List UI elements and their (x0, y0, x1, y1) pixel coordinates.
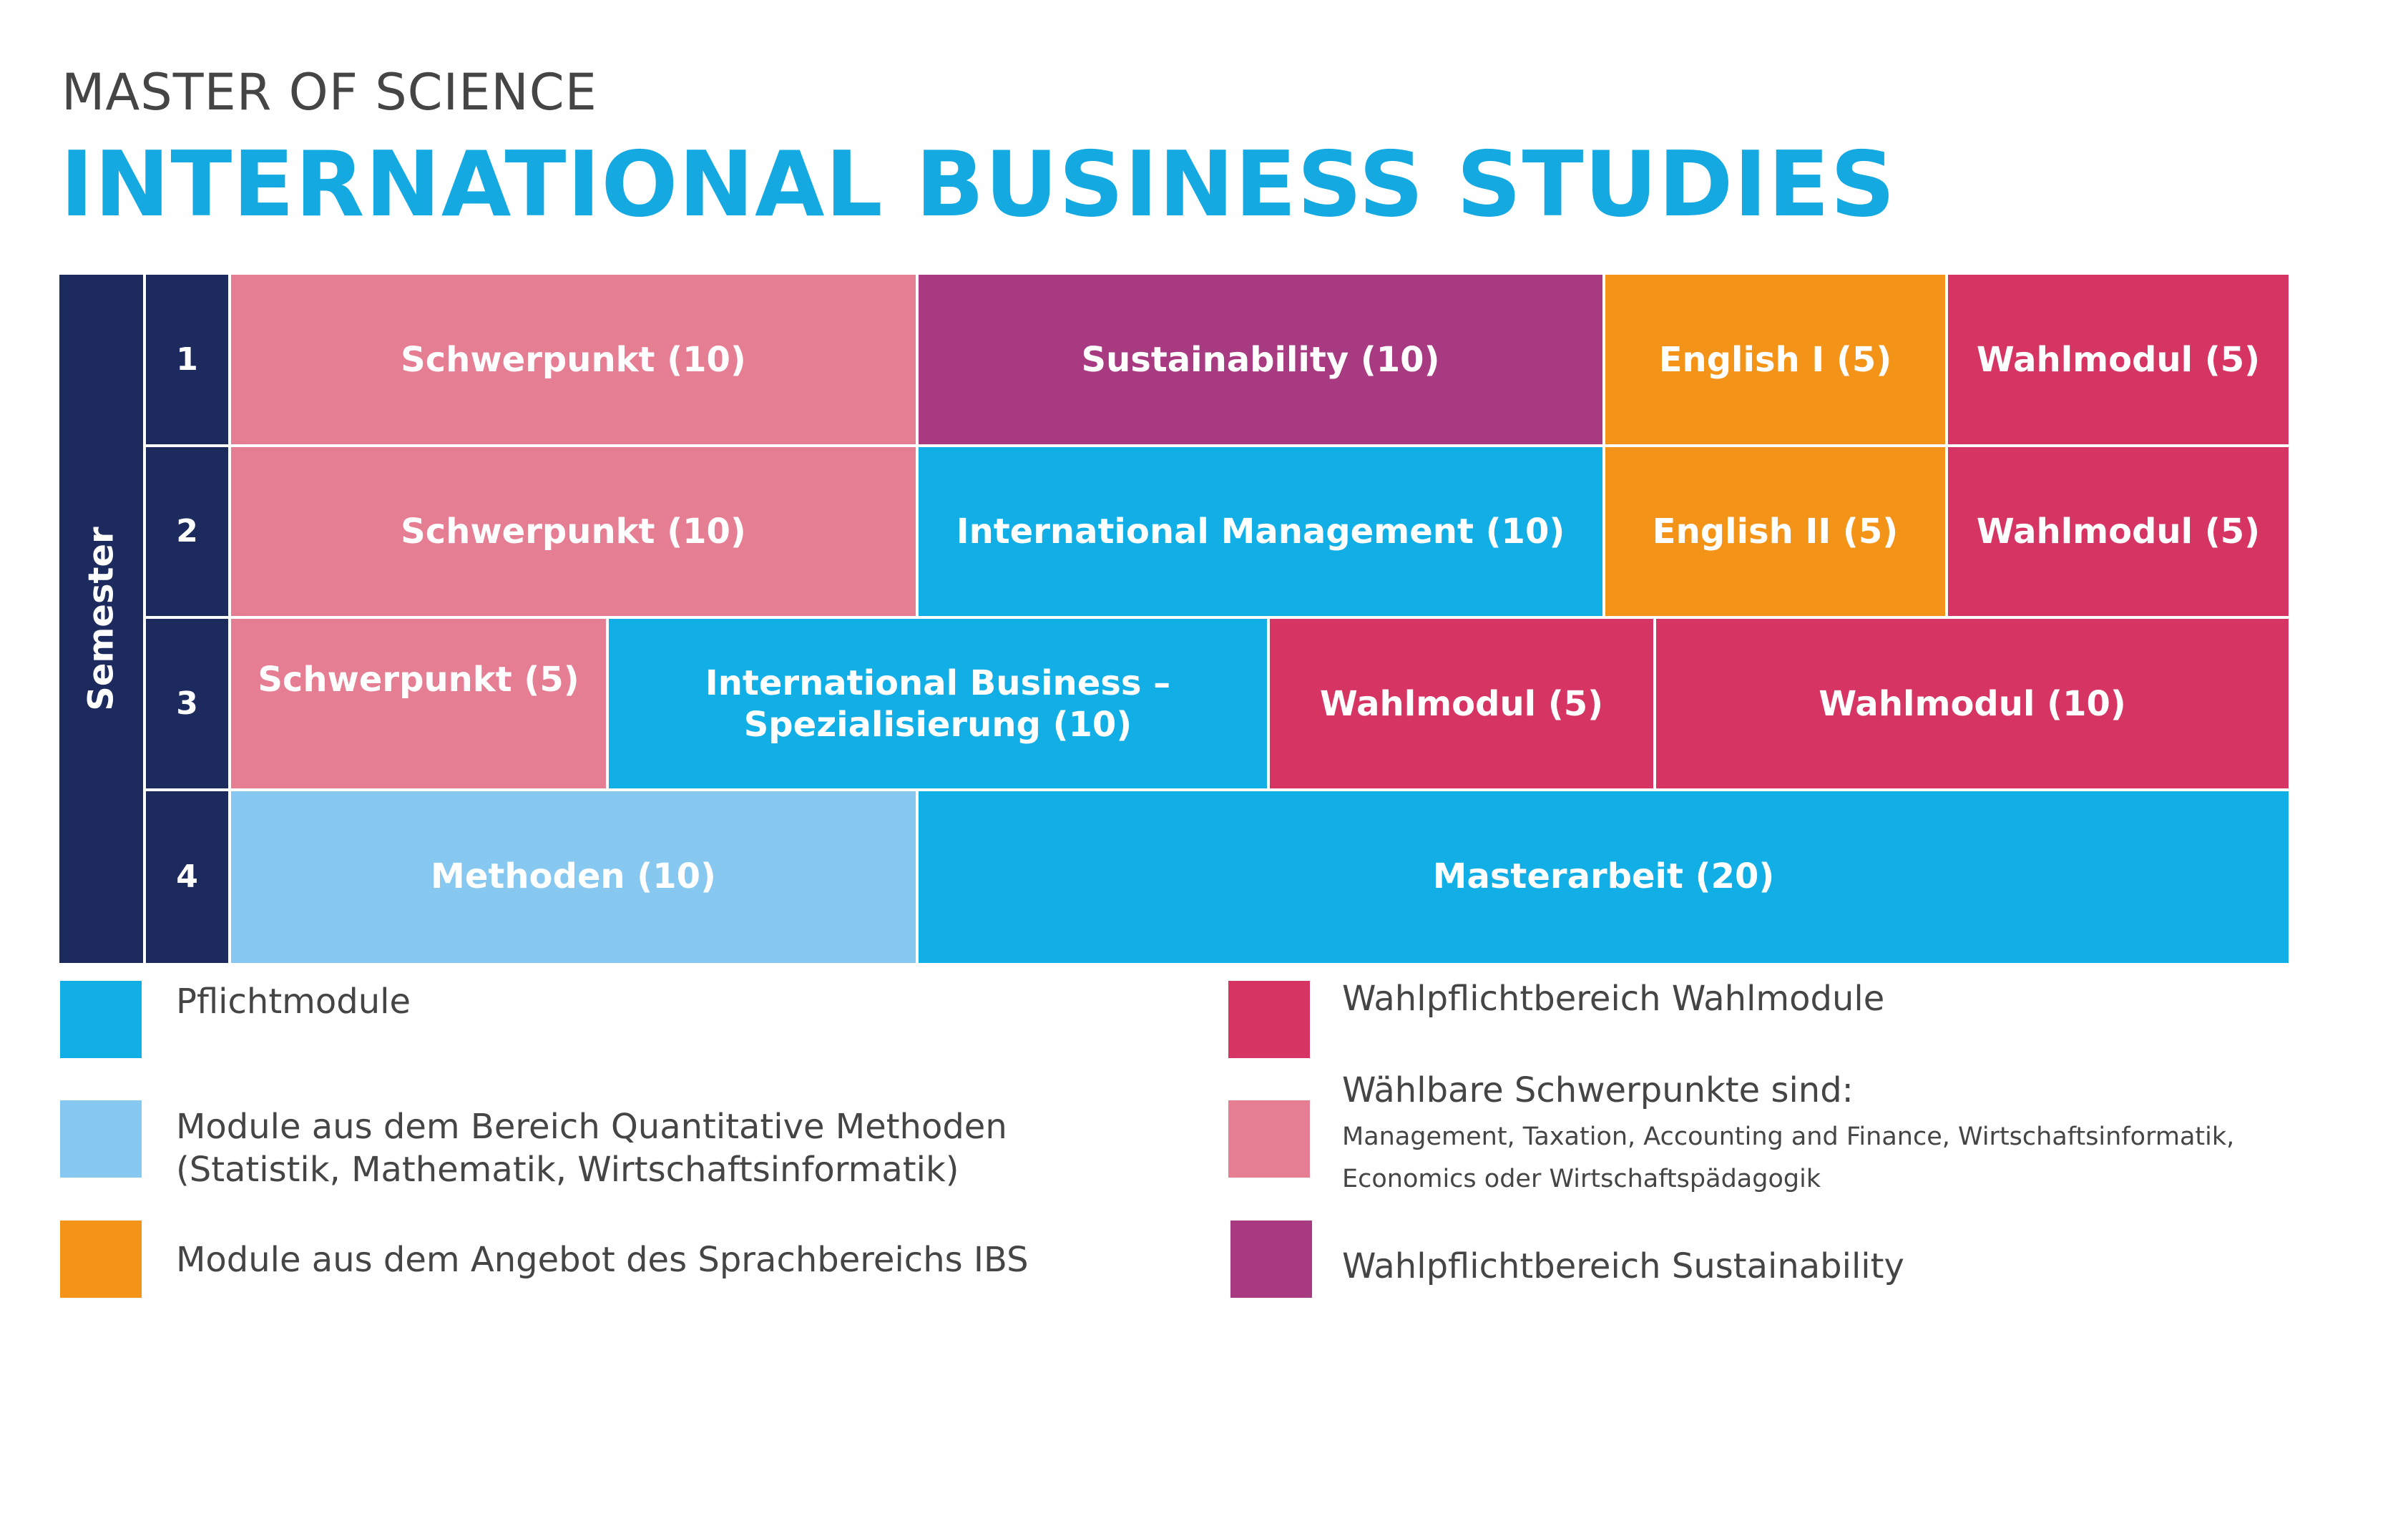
module-international-business-s3: International Business – Spezialisierung… (609, 619, 1267, 788)
legend-label-methoden-line2: (Statistik, Mathematik, Wirtschaftsinfor… (176, 1150, 959, 1190)
legend-swatch-methoden (60, 1100, 142, 1178)
legend-label-schwerpunkte-line1: Management, Taxation, Accounting and Fin… (1342, 1123, 2235, 1151)
semester-number-1: 1 (146, 275, 228, 444)
page-subtitle: MASTER OF SCIENCE (62, 63, 597, 122)
module-wahlmodul-s1: Wahlmodul (5) (1948, 275, 2289, 444)
module-schwerpunkt-s2: Schwerpunkt (10) (231, 447, 916, 616)
legend-label-wahlmodule: Wahlpflichtbereich Wahlmodule (1342, 979, 1885, 1019)
module-schwerpunkt-s3: Schwerpunkt (5) (231, 619, 606, 788)
legend-swatch-sustainability (1230, 1221, 1312, 1298)
semester-axis-label: Semester (81, 527, 122, 711)
module-methoden-s4: Methoden (10) (231, 791, 916, 963)
module-wahlmodul-10-s3: Wahlmodul (10) (1656, 619, 2289, 788)
module-wahlmodul-5-s3: Wahlmodul (5) (1270, 619, 1653, 788)
module-wahlmodul-s2: Wahlmodul (5) (1948, 447, 2289, 616)
legend-label-sustainability: Wahlpflichtbereich Sustainability (1342, 1246, 1904, 1286)
legend-swatch-sprachbereich (60, 1221, 142, 1298)
module-masterarbeit-s4: Masterarbeit (20) (919, 791, 2289, 963)
module-schwerpunkt-s1: Schwerpunkt (10) (231, 275, 916, 444)
semester-number-2: 2 (146, 447, 228, 616)
semester-axis: Semester (59, 275, 143, 963)
legend-label-sprachbereich: Module aus dem Angebot des Sprachbereich… (176, 1240, 1029, 1280)
page-title: INTERNATIONAL BUSINESS STUDIES (60, 132, 1896, 237)
semester-number-3: 3 (146, 619, 228, 788)
semester-number-4: 4 (146, 791, 228, 963)
module-international-management-s2: International Management (10) (919, 447, 1602, 616)
legend-label-schwerpunkte-heading: Wählbare Schwerpunkte sind: (1342, 1070, 1854, 1110)
legend-swatch-schwerpunkte (1228, 1100, 1310, 1178)
curriculum-grid: Semester 1 Schwerpunkt (10) Sustainabili… (59, 275, 2289, 963)
legend-label-methoden-line1: Module aus dem Bereich Quantitative Meth… (176, 1107, 1007, 1147)
module-english-1-s1: English I (5) (1605, 275, 1945, 444)
legend-swatch-pflichtmodule (60, 981, 142, 1058)
legend-swatch-wahlmodule (1228, 981, 1310, 1058)
module-english-2-s2: English II (5) (1605, 447, 1945, 616)
legend-label-schwerpunkte-line2: Economics oder Wirtschaftspädagogik (1342, 1165, 1821, 1193)
module-sustainability-s1: Sustainability (10) (919, 275, 1602, 444)
legend-label-pflichtmodule: Pflichtmodule (176, 982, 411, 1022)
